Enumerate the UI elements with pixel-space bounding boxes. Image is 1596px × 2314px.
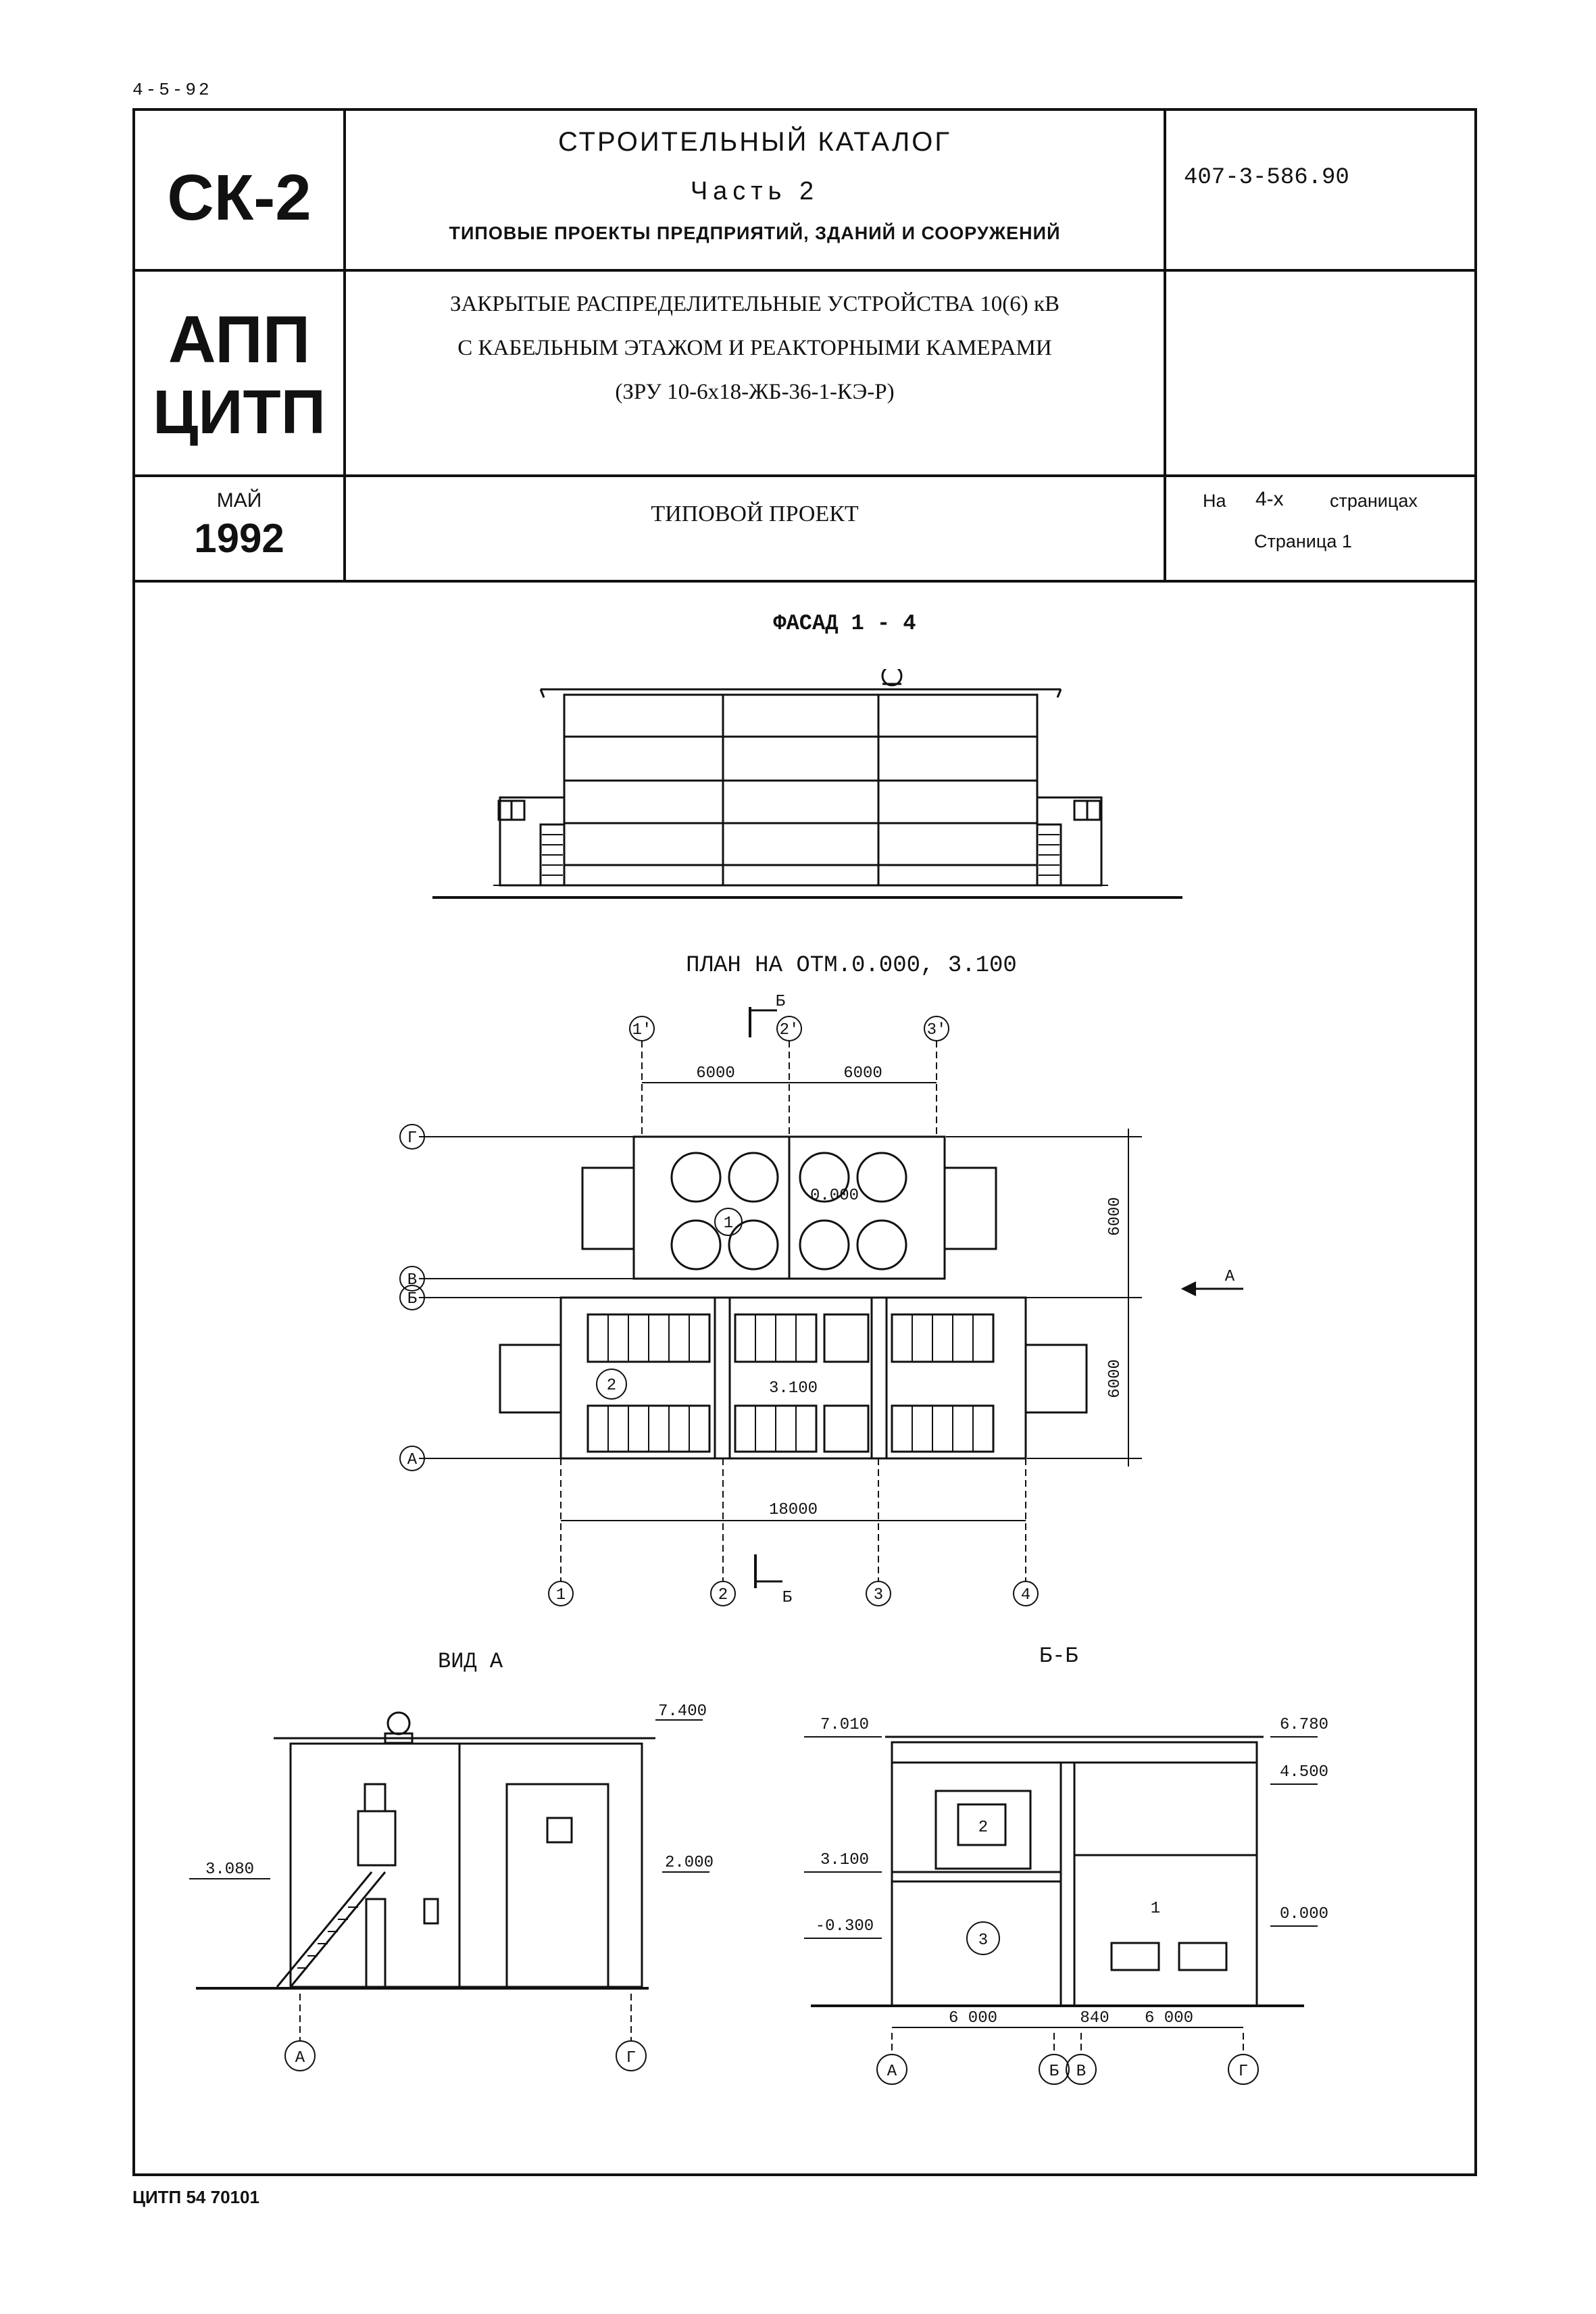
section-axis-g: Г <box>1239 2063 1248 2081</box>
plan-arrow-label: А <box>1225 1268 1235 1286</box>
section-room-1: 1 <box>1151 1900 1160 1918</box>
plan-cut-label-top: Б <box>776 993 785 1011</box>
corner-code: 4-5-92 <box>132 80 212 100</box>
section-dim-2: 840 <box>1080 2009 1109 2027</box>
section-room-2: 2 <box>978 1819 988 1837</box>
section-bb-drawing: 7.010 3.100 -0.300 6.780 4.500 0.000 2 3… <box>804 1716 1328 2085</box>
issue-year: 1992 <box>194 516 284 561</box>
view-a-title: ВИД А <box>438 1649 503 1674</box>
org-name-line1: АПП <box>168 302 311 376</box>
section-axis-v: В <box>1076 2063 1086 2081</box>
section-elev-top-left: 7.010 <box>820 1716 869 1734</box>
section-elev-mid-right: 4.500 <box>1280 1763 1328 1781</box>
section-elev-mid-left: 3.100 <box>820 1851 869 1869</box>
section-axis-a: А <box>887 2063 897 2081</box>
plan-axis-bottom-1: 1 <box>556 1586 566 1604</box>
view-a-axis-right: Г <box>626 2049 636 2067</box>
plan-axis-v: В <box>407 1271 417 1289</box>
plan-dim-top-2: 6000 <box>843 1064 882 1083</box>
plan-axis-g: Г <box>407 1129 417 1148</box>
document-type: ТИПОВОЙ ПРОЕКТ <box>651 501 859 526</box>
plan-room-2: 2 <box>607 1377 616 1395</box>
facade-title: ФАСАД 1 - 4 <box>773 611 916 636</box>
plan-dim-bottom: 18000 <box>769 1501 818 1519</box>
plan-axis-bottom-2: 2 <box>718 1586 728 1604</box>
section-room-3: 3 <box>978 1931 988 1950</box>
issue-month: МАЙ <box>216 489 262 512</box>
catalog-subtitle: ТИПОВЫЕ ПРОЕКТЫ ПРЕДПРИЯТИЙ, ЗДАНИЙ И СО… <box>449 223 1061 243</box>
section-axis-b: Б <box>1049 2063 1059 2081</box>
plan-axis-top-2: 2' <box>780 1021 799 1039</box>
section-dim-3: 6 000 <box>1145 2009 1193 2027</box>
plan-dim-top-1: 6000 <box>696 1064 735 1083</box>
catalog-title: СТРОИТЕЛЬНЫЙ КАТАЛОГ <box>558 127 951 157</box>
plan-axis-b: Б <box>407 1290 417 1308</box>
plan-axis-bottom-4: 4 <box>1021 1586 1030 1604</box>
section-elev-bot-right: 0.000 <box>1280 1905 1328 1923</box>
facade-drawing <box>432 669 1182 899</box>
plan-room-1: 1 <box>724 1214 733 1233</box>
header-divider-1 <box>132 269 1477 272</box>
sheet-frame <box>132 108 1477 2176</box>
footer-code: ЦИТП 54 70101 <box>132 2187 259 2207</box>
plan-dim-right-2: 6000 <box>1106 1359 1124 1398</box>
section-title: Б-Б <box>1039 1644 1078 1669</box>
plan-dim-right-1: 6000 <box>1106 1197 1124 1236</box>
plan-mark-upper: 0.000 <box>810 1187 859 1205</box>
section-elev-bot-left: -0.300 <box>816 1917 874 1936</box>
header-vdivider-right <box>1164 108 1166 581</box>
page-number: Страница 1 <box>1254 531 1352 551</box>
plan-axis-a: А <box>407 1451 418 1469</box>
plan-axis-bottom-3: 3 <box>874 1586 883 1604</box>
pages-count: 4-х <box>1255 488 1284 510</box>
plan-axis-top-3: 3' <box>927 1021 947 1039</box>
project-number: 407-3-586.90 <box>1184 165 1349 191</box>
plan-cut-label-bottom: Б <box>782 1589 792 1607</box>
section-dim-1: 6 000 <box>949 2009 997 2027</box>
section-elev-top-right: 6.780 <box>1280 1716 1328 1734</box>
project-title-line3: (ЗРУ 10-6х18-ЖБ-36-1-КЭ-Р) <box>615 380 895 404</box>
plan-axis-top-1: 1' <box>632 1021 652 1039</box>
header-divider-2 <box>132 474 1477 477</box>
header-vdivider-left <box>343 108 346 581</box>
pages-label: На <box>1203 491 1226 511</box>
floor-plan-drawing: 6000 6000 18000 6000 6000 0.000 3.100 1 … <box>399 993 1243 1607</box>
plan-title: ПЛАН НА ОТМ.0.000, 3.100 <box>686 953 1017 979</box>
plan-mark-lower: 3.100 <box>769 1379 818 1398</box>
view-a-elev-top: 7.400 <box>658 1702 707 1721</box>
project-title-line1: ЗАКРЫТЫЕ РАСПРЕДЕЛИТЕЛЬНЫЕ УСТРОЙСТВА 10… <box>449 292 1060 316</box>
view-a-elev-right: 2.000 <box>665 1854 714 1872</box>
view-a-elev-left: 3.080 <box>205 1861 254 1879</box>
catalog-part: Часть 2 <box>690 177 820 205</box>
catalog-code: СК-2 <box>167 162 311 234</box>
pages-suffix: страницах <box>1330 491 1418 511</box>
project-title-line2: С КАБЕЛЬНЫМ ЭТАЖОМ И РЕАКТОРНЫМИ КАМЕРАМ… <box>457 336 1052 360</box>
view-a-drawing: 7.400 3.080 2.000 А Г <box>189 1702 714 2071</box>
view-a-axis-left: А <box>295 2049 305 2067</box>
header-divider-3 <box>132 580 1477 583</box>
org-name-line2: ЦИТП <box>153 378 326 447</box>
